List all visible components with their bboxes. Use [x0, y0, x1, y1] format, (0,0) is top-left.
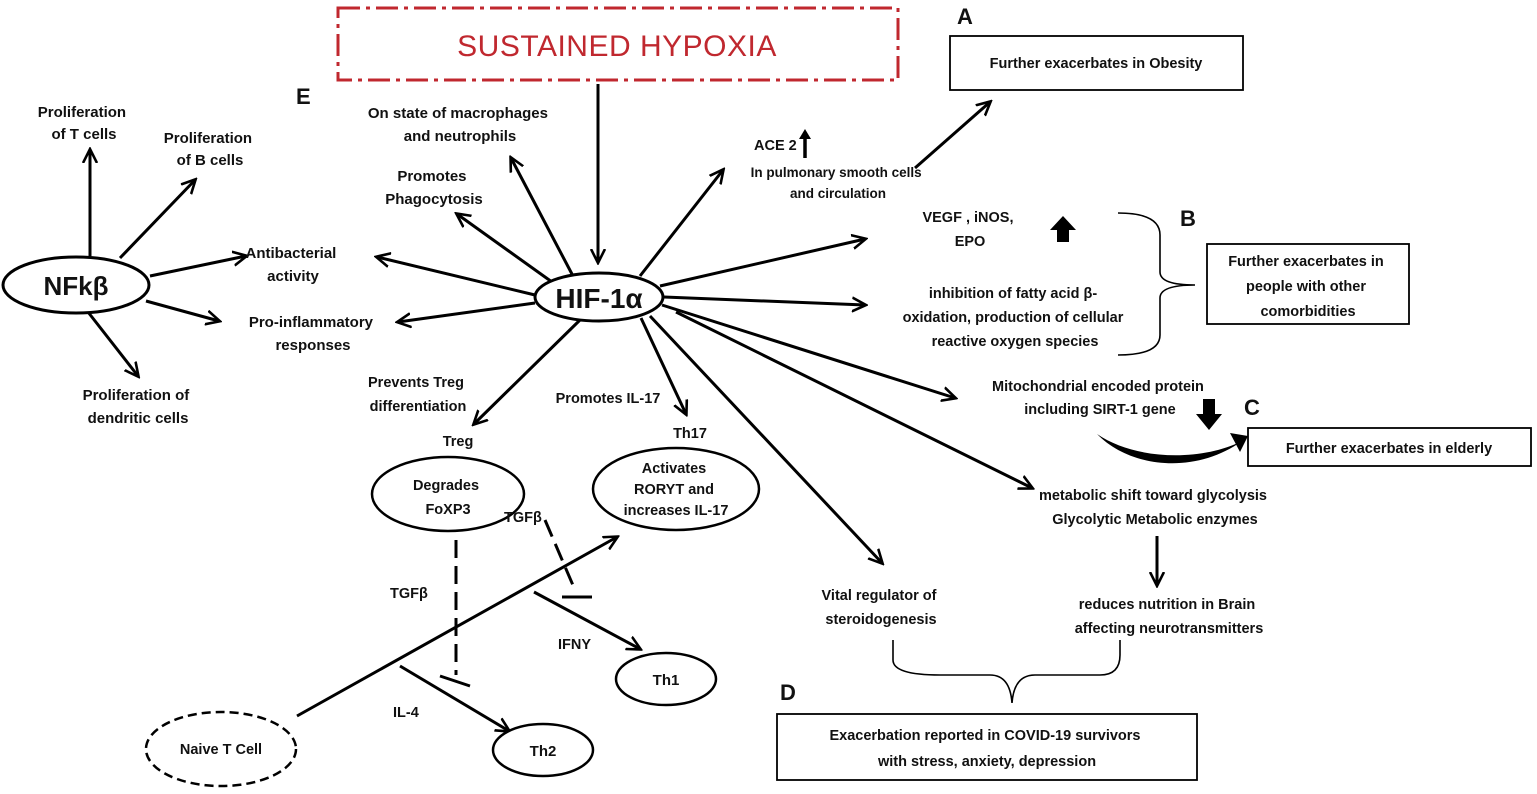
brain-text: reduces nutrition in Brain affecting neu…: [1075, 597, 1264, 637]
nfkb-label: NFkβ: [44, 271, 109, 301]
covid-box: [776, 713, 1198, 781]
elderly-curve-arrow: [1097, 434, 1242, 464]
vegf-text: VEGF , iNOS, EPO: [922, 210, 1017, 250]
activates-text: Activates RORYT and increases IL-17: [624, 461, 729, 519]
arrow-hif-phagocytosis: [457, 214, 553, 284]
elderly-curve-arrowhead: [1230, 433, 1248, 452]
mito-down-arrow: [1196, 399, 1222, 430]
proinflam-text: Pro-inflammatory responses: [249, 314, 377, 354]
inhibit-degrades-th2-bar: [439, 674, 471, 688]
th1-node: [614, 651, 718, 707]
panel-letter-e: E: [296, 84, 311, 109]
treg-label: Treg: [443, 434, 474, 450]
arrow-hif-fatty: [663, 295, 865, 305]
title-box: [336, 6, 900, 82]
tgfb-text-2: TGFβ: [504, 510, 542, 526]
bracket-d: [892, 640, 1121, 704]
ace2-text: ACE 2: [754, 138, 797, 154]
arrow-pulmonary-obesity: [914, 102, 990, 170]
th2-label: Th2: [530, 743, 557, 760]
panel-letter-d: D: [780, 680, 796, 705]
arrow-hif-glyco: [675, 310, 1032, 488]
arrow-hif-vegf: [659, 239, 865, 288]
arrow-hif-steroid: [648, 314, 882, 563]
arrow-nfkb-dendritic: [86, 311, 138, 376]
title: SUSTAINED HYPOXIA: [457, 30, 777, 63]
arrow-hif-macrophages: [511, 158, 575, 277]
steroid-text: Vital regulator of steroidogenesis: [822, 588, 941, 628]
tgfb-text-1: TGFβ: [390, 586, 428, 602]
arrow-nfkb-antibacterial: [149, 256, 246, 278]
ace2-up-arrowhead: [799, 129, 811, 139]
elderly-text: Further exacerbates in elderly: [1286, 441, 1492, 457]
degrades-text: Degrades FoXP3: [413, 478, 483, 518]
panel-letter-a: A: [957, 4, 973, 29]
arrow-hif-proinflam: [398, 301, 536, 322]
arrow-hif-mito: [661, 303, 955, 398]
th2-node: [491, 722, 595, 778]
naive-label: Naive T Cell: [180, 742, 262, 758]
arrow-nfkb-proinflam: [145, 299, 219, 321]
mito-text: Mitochondrial encoded protein including …: [992, 379, 1208, 418]
comorbid-text: Further exacerbates in people with other…: [1228, 254, 1388, 320]
vegf-up-arrow: [1050, 216, 1076, 242]
th17-label: Th17: [673, 426, 707, 442]
nfkb-node: [1, 255, 151, 315]
activates-node: [591, 446, 761, 532]
phagocytosis-text: Promotes Phagocytosis: [385, 168, 483, 208]
elderly-box: [1247, 427, 1532, 467]
dendritic-text: Proliferation of dendritic cells: [83, 387, 194, 427]
b-cells-text: Proliferation of B cells: [164, 130, 257, 169]
t-cells-text: Proliferation of T cells: [38, 104, 131, 143]
obesity-box: [949, 35, 1244, 91]
treg-prev-text: Prevents Treg differentiation: [368, 375, 468, 415]
arrow-th2: [399, 664, 509, 731]
macrophages-text: On state of macrophages and neutrophils: [368, 105, 552, 145]
arrow-hif-treg: [474, 318, 582, 424]
arrow-naive-activates: [296, 537, 617, 718]
hif-node: [533, 271, 665, 323]
antibacterial-text: Antibacterial activity: [245, 245, 340, 285]
arrow-nfkb-bcells: [118, 180, 195, 260]
covid-text: Exacerbation reported in COVID-19 surviv…: [829, 728, 1144, 770]
inhibit-activates-th1: [543, 519, 577, 591]
bracket-b: [1117, 212, 1196, 356]
il17-text: Promotes IL-17: [556, 391, 661, 407]
th1-label: Th1: [653, 672, 680, 689]
naive-node: [144, 710, 298, 788]
arrow-hif-antibacterial: [377, 257, 536, 297]
panel-letter-c: C: [1244, 395, 1260, 420]
il4-text: IL-4: [393, 705, 419, 721]
panel-letter-b: B: [1180, 206, 1196, 231]
degrades-node: [370, 455, 526, 533]
ifny-text: IFNY: [558, 637, 591, 653]
arrow-th1: [533, 590, 640, 649]
hif-label: HIF-1α: [555, 283, 642, 314]
obesity-text: Further exacerbates in Obesity: [990, 56, 1203, 72]
arrow-hif-ace2: [638, 170, 723, 277]
arrow-hif-th17: [639, 317, 686, 414]
glyco-text: metabolic shift toward glycolysis Glycol…: [1039, 488, 1271, 528]
comorbid-box: [1206, 243, 1410, 325]
fatty-text: inhibition of fatty acid β- oxidation, p…: [903, 286, 1128, 350]
pulmonary-text: In pulmonary smooth cells and circulatio…: [751, 165, 926, 201]
